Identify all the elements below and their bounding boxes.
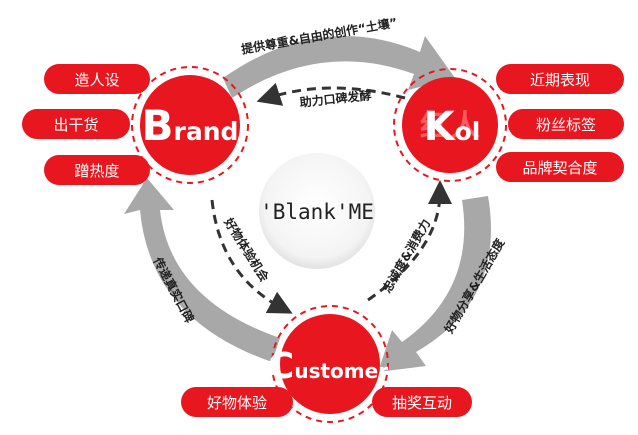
- brand-tag-pill: [44, 64, 150, 94]
- kol-watermark: 红人: [420, 109, 480, 144]
- brand-rest: rand: [174, 117, 239, 146]
- kol-tag-pill: [496, 152, 624, 182]
- customer-tag: 好物体验: [207, 394, 267, 412]
- brand-initial: B: [142, 101, 174, 150]
- customer-node: [280, 314, 380, 414]
- brand-tag: 造人设: [74, 71, 119, 89]
- arrow-brand-to-kol: [223, 35, 455, 98]
- brand-tag: 蹭热度: [74, 162, 119, 180]
- center-label: 'Blank'ME: [260, 200, 374, 224]
- kol-tag: 品牌契合度: [522, 159, 597, 177]
- dashed-arrow-brand-to-customer: [210, 199, 293, 314]
- customer-tag-pill: [372, 387, 472, 417]
- customer-rest: ustomer: [294, 359, 388, 383]
- dashed-arrow-kol-to-brand: [256, 82, 406, 106]
- brand-dashed-ring: [131, 66, 249, 184]
- kol-rest: ol: [455, 117, 481, 146]
- brand-node: [140, 75, 240, 175]
- customer-tag-pill: [181, 387, 293, 417]
- flow-label-customer-to-kol: 忠诚度&消费力: [379, 216, 433, 295]
- kol-initial: K: [424, 104, 457, 150]
- arrow-customer-to-brand: [124, 178, 280, 362]
- brand-label: Brand: [142, 101, 239, 150]
- kol-node: [402, 77, 498, 173]
- kol-tag: 粉丝标签: [536, 116, 596, 134]
- brand-tag-pill: [44, 155, 150, 185]
- kol-tag: 近期表现: [530, 71, 590, 89]
- customer-tag: 抽奖互动: [392, 394, 452, 412]
- kol-label: Kol: [424, 104, 481, 150]
- customer-label: Customer: [268, 346, 388, 387]
- customer-initial: C: [268, 346, 294, 387]
- kol-tag-pill: [496, 64, 624, 94]
- arrow-kol-to-customer: [378, 196, 491, 372]
- kol-dashed-ring: [393, 68, 507, 182]
- customer-dashed-ring: [271, 305, 389, 423]
- brand-tag-pill: [22, 109, 130, 139]
- kol-tag-pill: [508, 109, 624, 139]
- dashed-arrow-customer-to-kol: [367, 180, 452, 302]
- center-circle: [259, 153, 375, 269]
- brand-tag: 出干货: [53, 116, 98, 134]
